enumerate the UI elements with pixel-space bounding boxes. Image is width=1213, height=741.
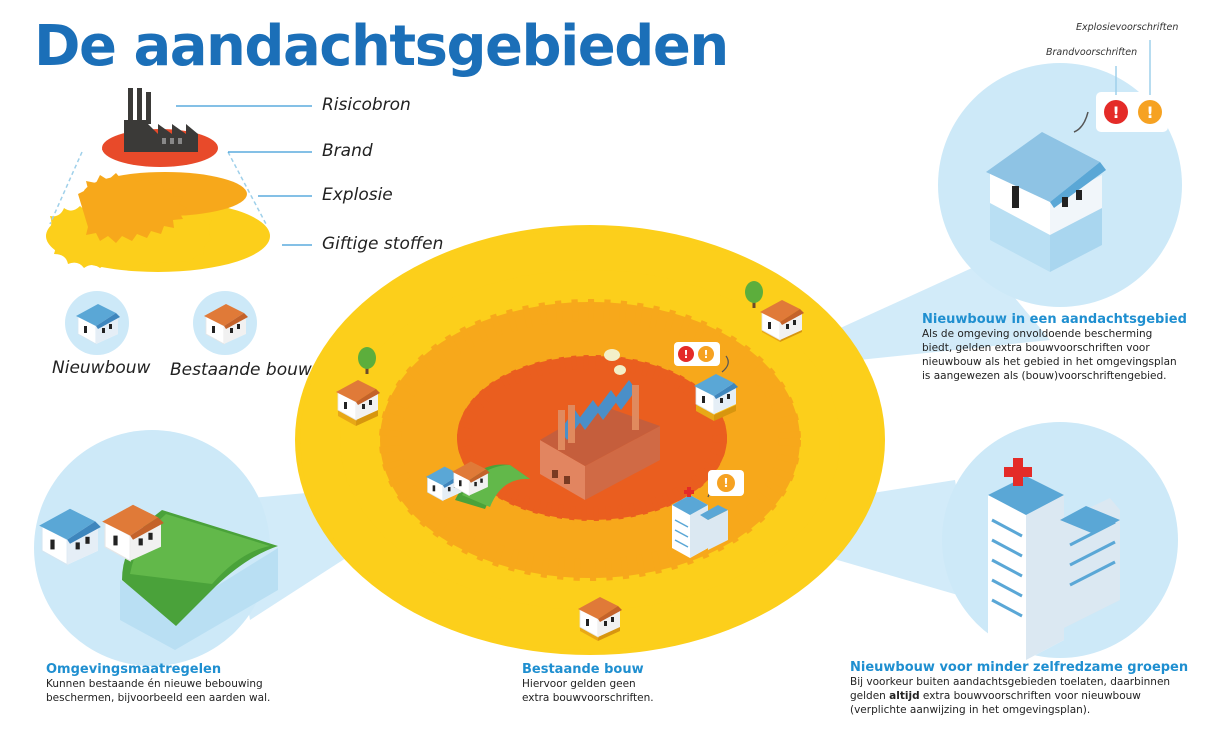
legend-label-nieuwbouw: Nieuwbouw <box>52 358 151 378</box>
caption-text: Kunnen bestaande én nieuwe bebouwing bes… <box>46 678 271 704</box>
svg-text:!: ! <box>683 348 688 361</box>
caption-text-start: Bij voorkeur buiten aandachtsgebieden to… <box>850 676 1171 702</box>
legend-label-brand: Brand <box>322 141 373 161</box>
svg-text:!: ! <box>723 476 728 490</box>
legend-existing-building-icon <box>193 291 257 355</box>
map-warning-tag-single: ! <box>707 470 744 498</box>
caption-title: Nieuwbouw voor minder zelfredzame groepe… <box>850 660 1189 675</box>
svg-text:!: ! <box>1146 103 1153 122</box>
brand-warning-icon <box>1104 100 1128 124</box>
page-title: De aandachtsgebieden <box>34 14 729 79</box>
caption-title: Bestaande bouw <box>522 662 644 677</box>
map-wall-with-houses <box>425 461 530 509</box>
caption-nieuwbouw-aandachtsgebied: Nieuwbouw in een aandachtsgebied Als de … <box>922 312 1187 383</box>
caption-title: Nieuwbouw in een aandachtsgebied <box>922 312 1187 327</box>
legend-label-risicobron: Risicobron <box>322 95 411 115</box>
circle-zorgbouw-detail <box>942 422 1178 660</box>
legend-new-building-icon <box>65 291 129 355</box>
svg-text:!: ! <box>703 348 708 361</box>
legend-label-explosie: Explosie <box>322 185 393 205</box>
tag-label-explosievoorschriften: Explosievoorschriften <box>1076 22 1179 33</box>
caption-text-emphasis: altijd <box>889 690 920 702</box>
svg-text:!: ! <box>1112 103 1119 122</box>
caption-text: Bij voorkeur buiten aandachtsgebieden to… <box>850 675 1180 717</box>
circle-omgevingsmaatregelen-detail <box>34 430 278 666</box>
caption-minder-zelfredzame: Nieuwbouw voor minder zelfredzame groepe… <box>850 660 1189 717</box>
red-cross-icon <box>1004 458 1032 486</box>
central-risk-map: ! ! ! <box>295 225 885 655</box>
map-care-building <box>672 487 728 558</box>
circle-nieuwbouw-detail: ! ! <box>938 40 1182 307</box>
legend-label-bestaande-bouw: Bestaande bouw <box>170 360 312 380</box>
tag-label-brandvoorschriften: Brandvoorschriften <box>1046 47 1138 58</box>
map-warning-tag-double: ! ! <box>674 342 729 373</box>
caption-omgevingsmaatregelen: Omgevingsmaatregelen Kunnen bestaande én… <box>46 662 296 705</box>
legend-lines <box>176 105 312 246</box>
caption-bestaande-bouw: Bestaande bouw Hiervoor gelden geen extr… <box>522 662 662 705</box>
factory-icon <box>124 88 198 152</box>
caption-title: Omgevingsmaatregelen <box>46 662 222 677</box>
explosie-warning-icon <box>1138 100 1162 124</box>
caption-text-end: extra bouwvoorschriften voor nieuwbouw (… <box>850 690 1141 716</box>
legend-label-giftige-stoffen: Giftige stoffen <box>322 234 444 254</box>
central-factory-icon <box>540 349 660 500</box>
caption-text: Als de omgeving onvoldoende bescherming … <box>922 328 1177 382</box>
legend-stack <box>46 88 270 272</box>
caption-text: Hiervoor gelden geen extra bouwvoorschri… <box>522 678 654 704</box>
